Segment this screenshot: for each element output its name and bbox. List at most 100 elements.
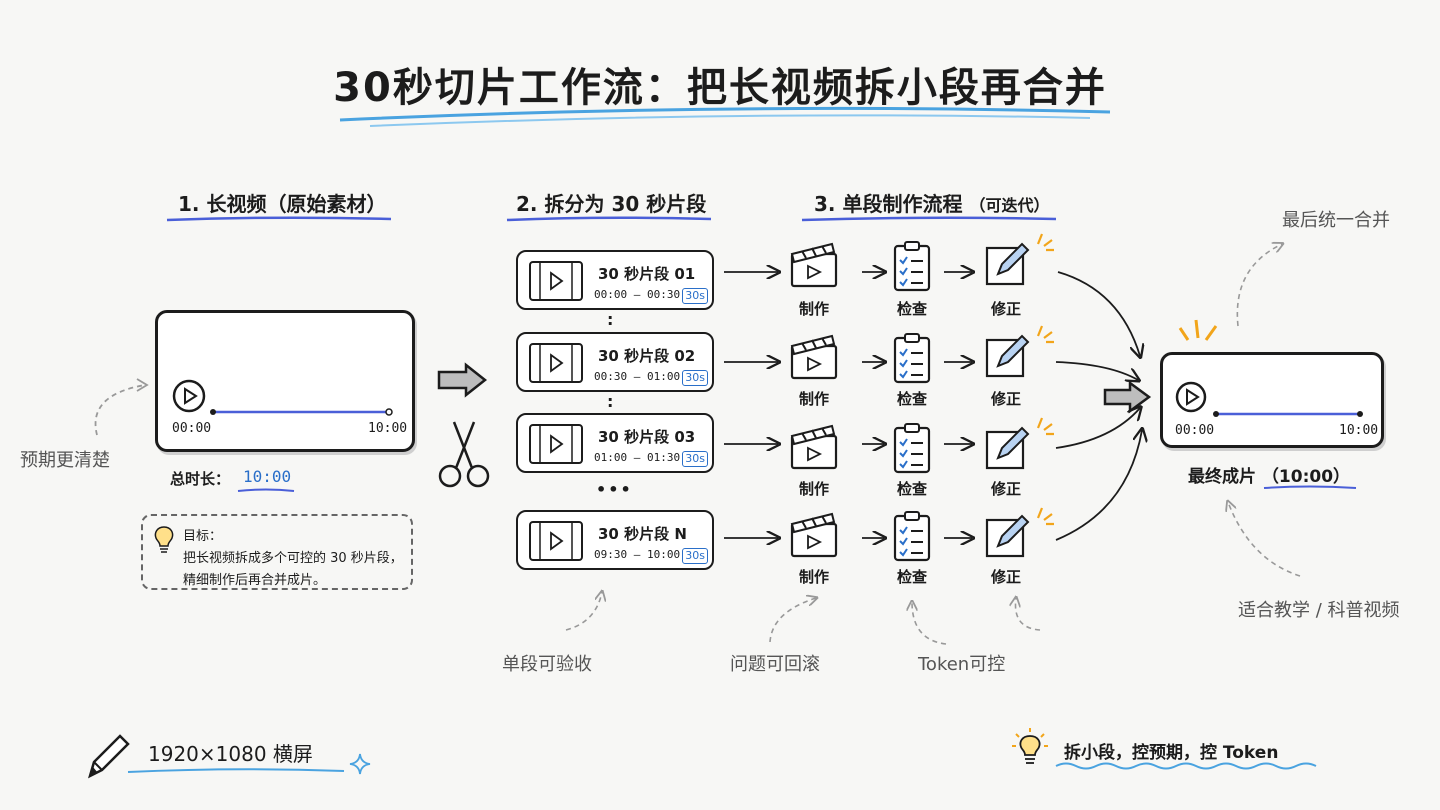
pencil-edit-icon: [985, 242, 1030, 286]
segment-name: 30 秒片段 N: [598, 525, 687, 543]
step-make-label: 制作: [798, 390, 829, 408]
section-underline-1: [166, 216, 392, 222]
goal-line-2: 精细制作后再合并成片。: [183, 573, 327, 588]
checklist-icon: [893, 511, 931, 562]
segment-card-03: 30 秒片段 03 01:00 – 01:30 30s: [516, 413, 714, 473]
ellipsis: •••: [596, 480, 633, 499]
film-icon: [529, 261, 583, 301]
sparkle-mark-icon: [1036, 325, 1054, 344]
burst-icon: [1178, 319, 1218, 341]
goal-label: 目标：: [183, 529, 223, 544]
vertical-dots: :: [607, 392, 614, 411]
note-token: Token可控: [918, 654, 1006, 675]
lightbulb-icon: [154, 526, 174, 553]
step-check-label: 检查: [896, 300, 927, 318]
scissors-icon: [438, 421, 490, 488]
checklist-icon: [893, 333, 931, 384]
segment-badge: 30s: [682, 288, 708, 304]
play-icon: [172, 379, 206, 413]
block-arrow-right-icon: [437, 362, 488, 398]
curved-arrow-clearer: [94, 378, 149, 436]
step-fix-label: 修正: [990, 480, 1021, 498]
source-end-time: 10:00: [368, 421, 408, 436]
step-check-label: 检查: [896, 390, 927, 408]
note-clearer: 预期更清楚: [20, 450, 110, 471]
source-video-card: 00:00 10:00: [155, 310, 415, 452]
pencil-edit-icon: [985, 514, 1030, 558]
step-fix-label: 修正: [990, 390, 1021, 408]
segment-card-n: 30 秒片段 N 09:30 – 10:00 30s: [516, 510, 714, 570]
source-start-time: 00:00: [172, 421, 212, 436]
section-underline-3: [801, 216, 1057, 222]
pencil-edit-icon: [985, 426, 1030, 470]
final-progress-bar: [1213, 411, 1363, 417]
note-merge: 最后统一合并: [1282, 210, 1390, 231]
resolution-label: 1920×1080 横屏: [148, 742, 313, 766]
resolution-underline: [127, 768, 345, 773]
section-underline-2: [506, 216, 712, 222]
segment-badge: 30s: [682, 548, 708, 564]
duration-underline: [237, 488, 295, 492]
segment-badge: 30s: [682, 370, 708, 386]
step-make-label: 制作: [798, 300, 829, 318]
progress-bar: [210, 408, 393, 416]
segment-time: 00:30 – 01:00: [594, 370, 681, 383]
lightbulb-icon: [1012, 728, 1048, 764]
goal-box: 目标： 把长视频拆成多个可控的 30 秒片段， 精细制作后再合并成片。: [141, 514, 413, 590]
title-underline: [339, 106, 1111, 127]
section-title-per-segment: 3. 单段制作流程 （可迭代）: [814, 188, 1049, 217]
final-label-underline: [1263, 485, 1357, 489]
tip-wavy-underline: [1055, 762, 1317, 770]
play-icon: [1175, 381, 1207, 413]
segment-name: 30 秒片段 03: [598, 428, 696, 446]
checklist-icon: [893, 423, 931, 474]
final-video-label: 最终成片 （10:00）: [1188, 467, 1351, 487]
sparkle-star-icon: [349, 753, 371, 775]
step-check-label: 检查: [896, 568, 927, 586]
clapperboard-icon: [790, 242, 838, 288]
goal-line-1: 把长视频拆成多个可控的 30 秒片段，: [183, 551, 403, 566]
checklist-icon: [893, 241, 931, 292]
sparkle-mark-icon: [1036, 233, 1054, 252]
segment-card-01: 30 秒片段 01 00:00 – 00:30 30s: [516, 250, 714, 310]
final-video-card: 00:00 10:00: [1160, 352, 1384, 448]
final-end-time: 10:00: [1339, 423, 1379, 438]
film-icon: [529, 343, 583, 383]
section-title-iterable-note: （可迭代）: [969, 196, 1050, 215]
segment-time: 09:30 – 10:00: [594, 548, 681, 561]
clapperboard-icon: [790, 512, 838, 558]
total-duration-value: 10:00: [243, 467, 292, 486]
film-icon: [529, 521, 583, 561]
total-duration-label: 总时长：: [170, 470, 231, 488]
sparkle-mark-icon: [1036, 417, 1054, 436]
page-title: 30秒切片工作流：把长视频拆小段再合并: [333, 65, 1107, 111]
section-title-long-video: 1. 长视频（原始素材）: [178, 192, 387, 216]
vertical-dots: :: [607, 310, 614, 329]
section-title-per-segment-main: 3. 单段制作流程: [814, 192, 963, 216]
pencil-edit-icon: [985, 334, 1030, 378]
sparkle-mark-icon: [1036, 507, 1054, 526]
note-suited: 适合教学 / 科普视频: [1238, 600, 1400, 621]
segment-card-02: 30 秒片段 02 00:30 – 01:00 30s: [516, 332, 714, 392]
note-rollback: 问题可回滚: [730, 654, 820, 675]
segment-name: 30 秒片段 01: [598, 265, 696, 283]
merge-arrow-icon: [1103, 380, 1152, 414]
pencil-icon: [88, 734, 130, 779]
clapperboard-icon: [790, 334, 838, 380]
goal-text: 目标： 把长视频拆成多个可控的 30 秒片段， 精细制作后再合并成片。: [183, 526, 403, 592]
segment-badge: 30s: [682, 451, 708, 467]
section-title-split: 2. 拆分为 30 秒片段: [516, 192, 707, 216]
segment-time: 01:00 – 01:30: [594, 451, 681, 464]
note-acceptable: 单段可验收: [502, 654, 592, 675]
final-start-time: 00:00: [1175, 423, 1215, 438]
segment-time: 00:00 – 00:30: [594, 288, 681, 301]
segment-name: 30 秒片段 02: [598, 347, 696, 365]
clapperboard-icon: [790, 424, 838, 470]
film-icon: [529, 424, 583, 464]
step-make-label: 制作: [798, 568, 829, 586]
step-fix-label: 修正: [990, 300, 1021, 318]
step-fix-label: 修正: [990, 568, 1021, 586]
step-make-label: 制作: [798, 480, 829, 498]
step-check-label: 检查: [896, 480, 927, 498]
